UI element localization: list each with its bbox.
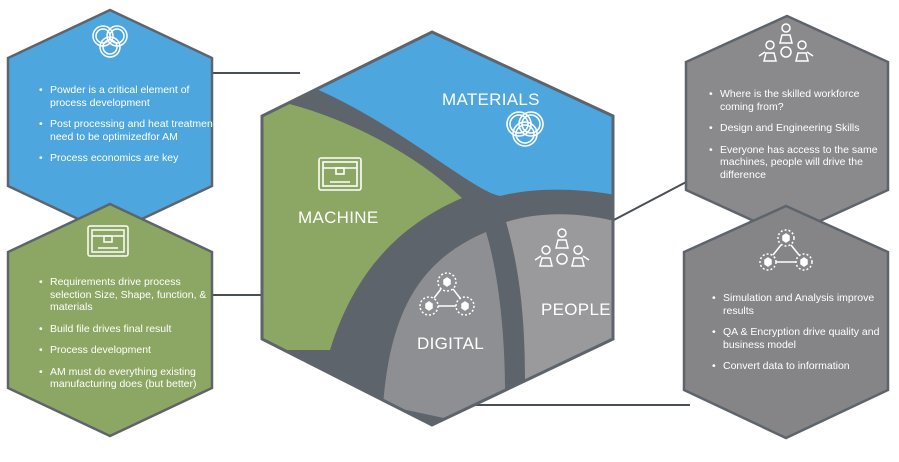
digital-hexagon [682,204,890,440]
list-item: AM must do everything existing manufactu… [39,366,222,391]
network-nodes-icon [419,272,475,316]
list-item: Simulation and Analysis improve results [712,292,883,317]
digital-bullet-list: Simulation and Analysis improve results … [711,292,883,382]
list-item: Requirements drive process selection Siz… [39,276,222,314]
machine-label: MACHINE [298,208,379,227]
list-item: Design and Engineering Skills [709,122,880,135]
3d-printer-icon [318,157,362,191]
connector-people [609,179,691,223]
venn-circles-icon [92,25,128,58]
list-item: Everyone has access to the same machines… [709,144,880,182]
3d-printer-icon [87,225,129,257]
list-item: Powder is a critical element of process … [39,84,218,109]
team-gear-icon [758,23,814,62]
materials-bullet-list: Powder is a critical element of process … [38,84,218,174]
people-bullet-list: Where is the skilled workforce coming fr… [708,88,880,190]
list-item: Convert data to information [712,360,883,373]
machine-bullet-list: Requirements drive process selection Siz… [38,276,222,400]
digital-segment [383,232,505,425]
list-item: QA & Encryption drive quality and busine… [712,326,883,351]
digital-label: DIGITAL [417,334,484,353]
list-item: Build file drives final result [39,323,222,336]
venn-circles-icon [506,111,544,147]
list-item: Where is the skilled workforce coming fr… [709,88,880,113]
materials-label: MATERIALS [442,90,540,109]
list-item: Post processing and heat treatment need … [39,118,218,143]
list-item: Process economics are key [39,152,218,165]
people-segment [506,214,613,380]
team-gear-icon [534,228,590,267]
machine-segment [262,95,462,350]
people-label: PEOPLE [541,300,611,319]
list-item: Process development [39,344,222,357]
network-nodes-icon [759,229,813,271]
